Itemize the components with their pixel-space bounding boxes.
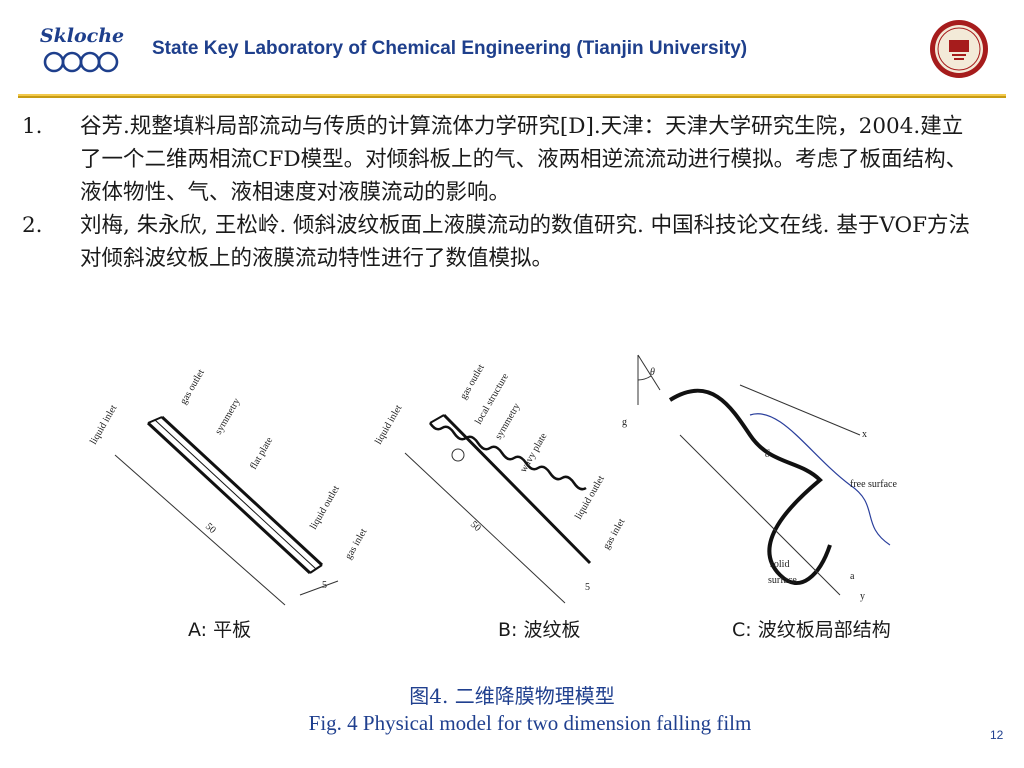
page-number: 12 [990, 728, 1004, 742]
label-delta: δ [765, 449, 770, 460]
label-width-5: 5 [585, 582, 590, 593]
panel-b-label: B: 波纹板 [498, 619, 581, 641]
reference-number: 2. [22, 213, 43, 238]
reference-item: 2. 刘梅, 朱永欣, 王松岭. 倾斜波纹板面上液膜流动的数值研究. 中国科技论… [22, 209, 982, 275]
label-gas-outlet: gas outlet [178, 367, 207, 406]
reference-list: 1. 谷芳.规整填料局部流动与传质的计算流体力学研究[D].天津：天津大学研究生… [22, 110, 982, 275]
label-width-5: 5 [322, 580, 327, 591]
header-title: State Key Laboratory of Chemical Enginee… [152, 38, 748, 59]
panel-a-label: A: 平板 [188, 619, 252, 641]
skloche-logo: Skloche [40, 25, 124, 73]
figure-caption-chinese: 图4. 二维降膜物理模型 [409, 684, 615, 708]
reference-text: 谷芳.规整填料局部流动与传质的计算流体力学研究[D].天津：天津大学研究生院，2… [80, 114, 968, 205]
label-liquid-inlet: liquid inlet [373, 403, 404, 446]
reference-number: 1. [22, 114, 43, 139]
panel-b-drawing: liquid inlet gas outlet local structure … [373, 362, 628, 604]
label-solid: solid [770, 559, 789, 570]
label-y-axis: y [860, 591, 865, 602]
header-divider [18, 94, 1006, 98]
label-gas-outlet: gas outlet [458, 362, 487, 401]
label-gas-inlet: gas inlet [601, 517, 627, 552]
label-flat-plate: flat plate [248, 435, 275, 472]
label-length-50: 50 [203, 521, 218, 536]
panel-c-label: C: 波纹板局部结构 [732, 619, 891, 641]
label-liquid-outlet: liquid outlet [573, 474, 607, 522]
label-liquid-outlet: liquid outlet [308, 484, 342, 532]
tianjin-university-emblem-icon [930, 20, 988, 78]
label-gravity: g [622, 417, 627, 428]
label-surface: surface [768, 575, 797, 586]
logo-text: Skloche [40, 25, 124, 47]
figure-caption-english: Fig. 4 Physical model for two dimension … [308, 711, 752, 735]
label-free-surface: free surface [850, 479, 897, 490]
label-liquid-inlet: liquid inlet [88, 403, 119, 446]
falling-film-diagram: liquid inlet gas outlet symmetry flat pl… [88, 354, 897, 606]
label-symmetry: symmetry [493, 401, 523, 441]
reference-text: 刘梅, 朱永欣, 王松岭. 倾斜波纹板面上液膜流动的数值研究. 中国科技论文在线… [80, 213, 971, 271]
label-length-50: 50 [468, 519, 483, 534]
panel-a-drawing: liquid inlet gas outlet symmetry flat pl… [88, 367, 370, 606]
label-gas-inlet: gas inlet [343, 527, 369, 562]
label-x-axis: x [862, 429, 867, 440]
label-a: a [850, 571, 855, 582]
label-theta: θ [650, 367, 655, 378]
reference-item: 1. 谷芳.规整填料局部流动与传质的计算流体力学研究[D].天津：天津大学研究生… [22, 110, 982, 209]
label-symmetry: symmetry [213, 396, 243, 436]
panel-c-drawing: g θ x δ free surface solid surface a y [622, 354, 897, 602]
